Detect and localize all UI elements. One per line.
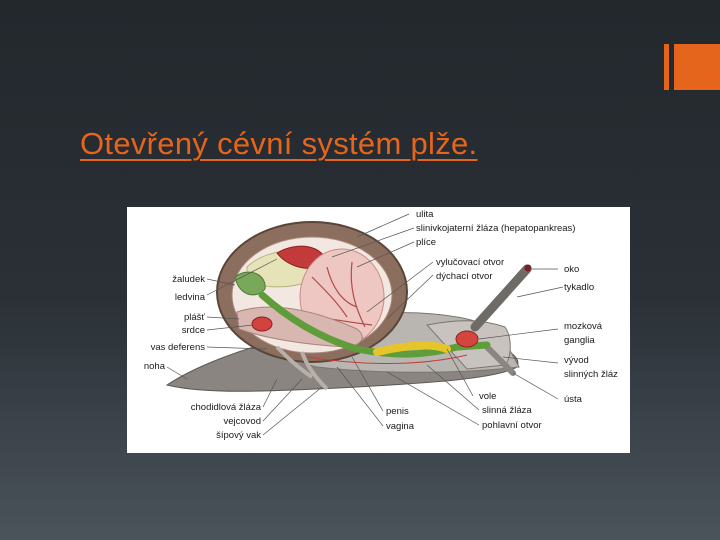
label-ledvina: ledvina xyxy=(175,292,206,303)
label-vole: vole xyxy=(479,391,496,402)
label-usta: ústa xyxy=(564,394,583,405)
label-mozkova: mozková xyxy=(564,321,603,332)
label-vas-deferens: vas deferens xyxy=(151,342,206,353)
snail-anatomy-figure: ulita slinivkojaterní žláza (hepatopankr… xyxy=(127,207,630,453)
label-vyvod: vývod xyxy=(564,355,589,366)
heart xyxy=(252,317,272,331)
label-slinnych-zlaz: slinných žláz xyxy=(564,369,618,380)
label-oko: oko xyxy=(564,264,579,275)
label-slinna-zlaza: slinná žláza xyxy=(482,405,532,416)
label-sipovy-vak: šípový vak xyxy=(216,430,261,441)
label-dychaci-otvor: dýchací otvor xyxy=(436,271,493,282)
label-plice: plíce xyxy=(416,237,436,248)
label-tykadlo: tykadlo xyxy=(564,282,594,293)
label-zaludek: žaludek xyxy=(172,274,205,285)
slide-title: Otevřený cévní systém plže. xyxy=(80,126,477,162)
label-slinivkojaterni-zlaza: slinivkojaterní žláza (hepatopankreas) xyxy=(416,223,575,234)
label-pohlavni-otvor: pohlavní otvor xyxy=(482,420,542,431)
label-noha: noha xyxy=(144,361,166,372)
label-plast: plášť xyxy=(184,312,205,323)
label-ganglia: ganglia xyxy=(564,335,595,346)
label-vagina: vagina xyxy=(386,421,415,432)
accent-bar-thin xyxy=(664,44,669,90)
label-srdce: srdce xyxy=(182,325,205,336)
label-ulita: ulita xyxy=(416,209,434,220)
accent-bar-thick xyxy=(674,44,720,90)
snail-anatomy-svg: ulita slinivkojaterní žláza (hepatopankr… xyxy=(127,207,630,453)
ganglia xyxy=(456,331,478,347)
label-vejcovod: vejcovod xyxy=(224,416,262,427)
label-chodidlova-zlaza: chodidlová žláza xyxy=(191,402,262,413)
label-penis: penis xyxy=(386,406,409,417)
label-vylucovaci-otvor: vylučovací otvor xyxy=(436,257,504,268)
eye-dot xyxy=(525,265,532,272)
